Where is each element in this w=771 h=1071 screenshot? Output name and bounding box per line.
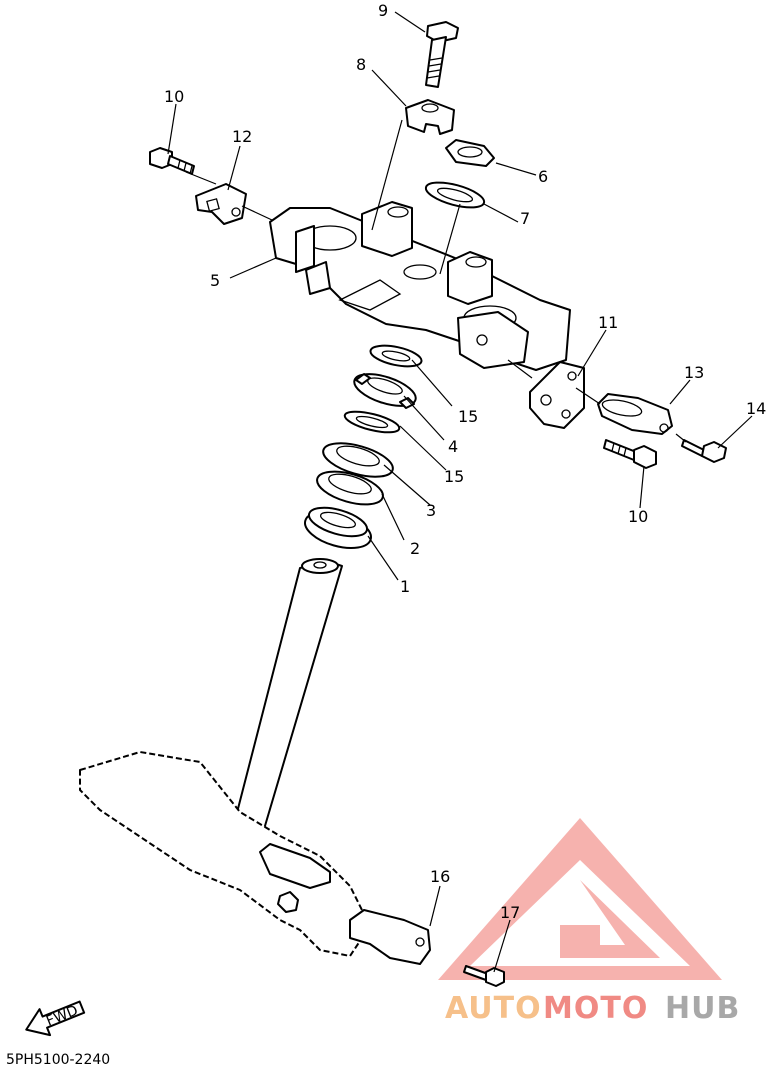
callout-16: 16 [430,867,450,886]
callout-9: 9 [378,1,388,20]
part-5-upper-bracket [269,201,571,371]
leader-lines [167,11,753,973]
callout-12: 12 [232,127,252,146]
callout-15-lower: 15 [444,467,464,486]
callout-labels: 9 8 10 12 6 7 5 11 13 14 15 4 15 3 10 2 … [164,1,766,922]
callout-10-upper: 10 [164,87,184,106]
callout-8: 8 [356,55,366,74]
part-17-bolt [463,965,505,987]
part-6-nut [445,139,495,167]
part-14-bolt [681,439,727,463]
part-10-bolt-lower [603,439,657,469]
part-1-bearing [304,506,372,550]
part-8-clamp [405,99,455,135]
logo-text-moto: MOTO [543,991,648,1026]
callout-13: 13 [684,363,704,382]
callout-15-upper: 15 [458,407,478,426]
callout-6: 6 [538,167,548,186]
part-16-clamp [349,909,431,965]
fwd-label: FWD [44,1003,80,1030]
callout-2: 2 [410,539,420,558]
part-3-bearing [322,442,394,478]
callout-3: 3 [426,501,436,520]
callout-4: 4 [448,437,458,456]
callout-11: 11 [598,313,618,332]
callout-14: 14 [746,399,766,418]
part-11-plate [529,361,585,429]
logo-text-hub: HUB [665,991,740,1026]
callout-5: 5 [210,271,220,290]
part-2-bearing [316,470,384,506]
automotohub-logo: AUTO MOTO HUB [438,818,740,1026]
lower-bracket [79,751,371,957]
part-13-holder [597,393,673,435]
part-10-bolt-upper [149,147,195,175]
part-15-washer-lower [343,410,401,434]
callout-17: 17 [500,903,520,922]
steering-stem [231,558,343,837]
callout-7: 7 [520,209,530,228]
part-9-bolt [425,21,459,88]
callout-1: 1 [400,577,410,596]
part-7-washer [424,181,486,209]
callout-10-lower: 10 [628,507,648,526]
diagram-code: 5PH5100-2240 [6,1052,110,1068]
part-4-ring-nut [353,373,417,409]
part-15-washer-upper [369,344,423,368]
logo-text-auto: AUTO [445,991,542,1026]
part-12-bracket [195,183,247,225]
fwd-arrow: FWD [25,1000,86,1037]
